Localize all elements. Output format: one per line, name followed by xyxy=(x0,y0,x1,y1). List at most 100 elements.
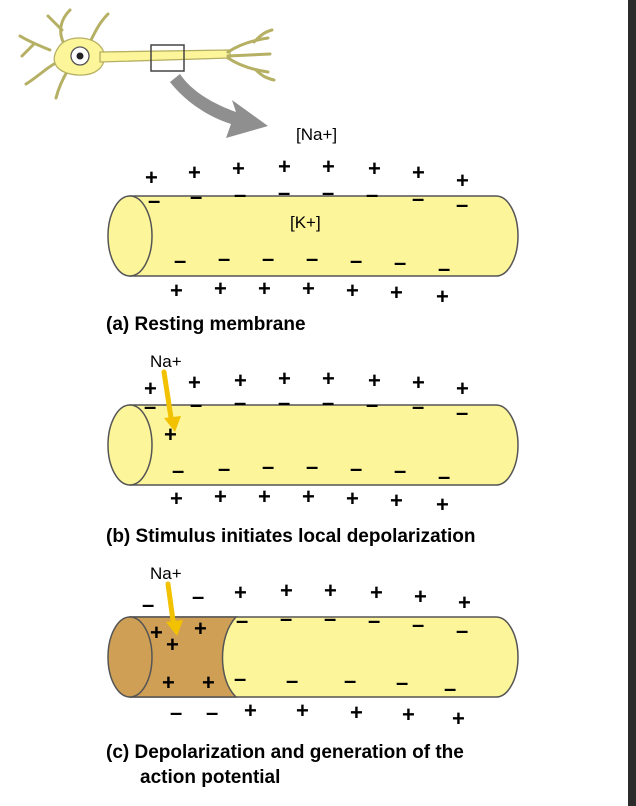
minus-sign: – xyxy=(366,392,378,417)
minus-sign: – xyxy=(394,458,406,483)
minus-sign: – xyxy=(172,458,184,483)
plus-sign: + xyxy=(280,578,293,603)
minus-sign: – xyxy=(234,182,246,207)
outer-bottom-signs-c: – – + + + + + xyxy=(170,698,465,731)
minus-sign: – xyxy=(322,390,334,415)
na-outside-label: [Na+] xyxy=(296,125,337,144)
minus-sign: – xyxy=(444,676,456,701)
minus-sign: – xyxy=(324,606,336,631)
plus-sign: + xyxy=(170,486,183,511)
plus-sign: + xyxy=(194,616,207,641)
minus-sign: – xyxy=(144,394,156,419)
minus-sign: – xyxy=(456,400,468,425)
minus-sign: – xyxy=(234,666,246,691)
minus-sign: – xyxy=(190,184,202,209)
minus-sign: – xyxy=(234,390,246,415)
minus-sign: – xyxy=(438,256,450,281)
plus-sign: + xyxy=(452,706,465,731)
plus-sign: + xyxy=(188,160,201,185)
plus-sign: + xyxy=(456,376,469,401)
plus-sign: + xyxy=(302,484,315,509)
minus-sign: – xyxy=(236,608,248,633)
minus-sign: – xyxy=(142,592,154,617)
inner-top-signs-a: – – – – – – – – xyxy=(148,180,468,217)
plus-sign: + xyxy=(144,376,157,401)
plus-sign: + xyxy=(162,670,175,695)
minus-sign: – xyxy=(394,250,406,275)
inner-plus-sign: + xyxy=(166,632,179,657)
plus-sign: + xyxy=(390,488,403,513)
plus-sign: + xyxy=(368,368,381,393)
minus-sign: – xyxy=(262,246,274,271)
plus-sign: + xyxy=(232,156,245,181)
caption-b: (b) Stimulus initiates local depolarizat… xyxy=(106,526,476,547)
plus-sign: + xyxy=(458,590,471,615)
plus-sign: + xyxy=(278,366,291,391)
plus-sign: + xyxy=(436,284,449,309)
plus-sign: + xyxy=(402,702,415,727)
na-influx-arrow-b xyxy=(161,369,181,432)
minus-sign: – xyxy=(456,192,468,217)
minus-sign: – xyxy=(396,670,408,695)
minus-sign: – xyxy=(192,584,204,609)
minus-sign: – xyxy=(148,188,160,213)
axon-segment-a xyxy=(107,195,519,277)
minus-sign: – xyxy=(438,464,450,489)
outer-top-signs-a: + + + + + + + + xyxy=(145,154,469,193)
minus-sign: – xyxy=(306,246,318,271)
minus-sign: – xyxy=(344,668,356,693)
plus-sign: + xyxy=(322,366,335,391)
inner-bottom-signs-a: – – – – – – – xyxy=(174,246,450,281)
plus-sign: + xyxy=(145,165,158,190)
minus-sign: – xyxy=(278,180,290,205)
plus-sign: + xyxy=(278,154,291,179)
minus-sign: – xyxy=(170,700,182,725)
plus-sign: + xyxy=(346,278,359,303)
plus-sign: + xyxy=(324,578,337,603)
minus-sign: – xyxy=(350,456,362,481)
minus-sign: – xyxy=(262,454,274,479)
minus-sign: – xyxy=(368,608,380,633)
plus-sign: + xyxy=(296,698,309,723)
plus-sign: + xyxy=(202,670,215,695)
plus-sign: + xyxy=(150,620,163,645)
minus-sign: – xyxy=(190,392,202,417)
outer-top-signs-b: + + + + + + + + xyxy=(144,366,469,401)
minus-sign: – xyxy=(412,186,424,211)
minus-sign: – xyxy=(218,456,230,481)
outer-top-signs-c: – – + + + + + + xyxy=(142,578,471,617)
minus-sign: – xyxy=(412,394,424,419)
plus-sign: + xyxy=(414,584,427,609)
na-influx-arrow-c xyxy=(165,581,183,636)
plus-sign: + xyxy=(188,370,201,395)
curved-arrow-icon xyxy=(170,74,268,138)
outer-bottom-signs-a: + + + + + + + xyxy=(170,276,449,309)
plus-sign: + xyxy=(350,700,363,725)
minus-sign: – xyxy=(306,454,318,479)
plus-sign: + xyxy=(302,276,315,301)
plus-sign: + xyxy=(244,698,257,723)
caption-c-line2: action potential xyxy=(140,767,280,788)
neuron-icon xyxy=(18,8,276,100)
plus-sign: + xyxy=(258,276,271,301)
plus-sign: + xyxy=(456,168,469,193)
plus-sign: + xyxy=(390,280,403,305)
plus-sign: + xyxy=(214,484,227,509)
minus-sign: – xyxy=(174,248,186,273)
inner-bottom-signs-b: – – – – – – – xyxy=(172,454,450,489)
plus-sign: + xyxy=(170,278,183,303)
caption-c-line1: (c) Depolarization and generation of the xyxy=(106,742,464,763)
k-inside-label: [K+] xyxy=(290,213,321,232)
plus-sign: + xyxy=(370,580,383,605)
plus-sign: + xyxy=(368,156,381,181)
minus-sign: – xyxy=(322,180,334,205)
minus-sign: – xyxy=(412,612,424,637)
minus-sign: – xyxy=(280,606,292,631)
inner-top-signs-b: – – – – – – – – xyxy=(144,390,468,425)
outer-bottom-signs-b: + + + + + + + xyxy=(170,484,449,517)
minus-sign: – xyxy=(286,668,298,693)
plus-sign: + xyxy=(258,484,271,509)
minus-sign: – xyxy=(206,700,218,725)
